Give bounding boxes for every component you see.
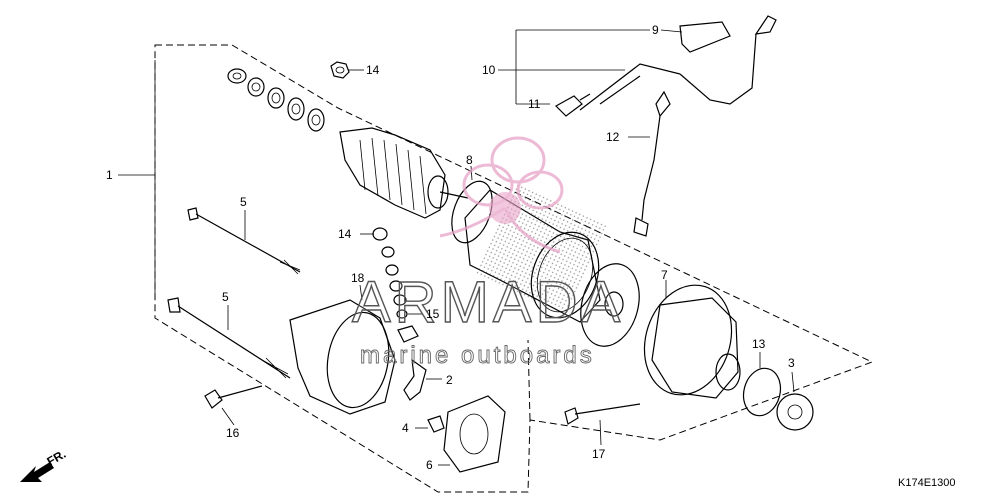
nut-14-top xyxy=(330,61,350,79)
watermark-logo xyxy=(439,136,564,254)
callout-11: 11 xyxy=(528,97,541,111)
callout-6: 6 xyxy=(426,458,433,472)
cable-10 xyxy=(579,15,777,111)
callout-18: 18 xyxy=(351,271,365,285)
leader-lines xyxy=(118,29,795,466)
callout-14-top: 14 xyxy=(366,63,380,77)
callout-1: 1 xyxy=(106,168,113,182)
callout-14-mid: 14 xyxy=(338,227,352,241)
assembly-boundary xyxy=(154,44,874,493)
bolt-16 xyxy=(204,385,263,409)
bolt-17 xyxy=(564,403,641,425)
brush-holder-6 xyxy=(443,395,506,473)
rear-cover xyxy=(289,299,396,415)
watermark-tagline: marine outboards xyxy=(360,342,595,369)
callout-16: 16 xyxy=(226,426,240,440)
long-bolt-lower xyxy=(167,297,291,379)
callout-13: 13 xyxy=(752,337,766,351)
watermark-brand: ARMADA xyxy=(352,270,624,335)
front-direction-arrow-icon xyxy=(20,462,54,482)
nut-washer-column xyxy=(372,227,419,343)
callout-5-lower: 5 xyxy=(222,290,229,304)
terminal-2 xyxy=(403,358,427,401)
armature xyxy=(339,127,469,219)
cable-12 xyxy=(633,90,671,237)
gear-3 xyxy=(776,393,814,431)
long-bolt-upper xyxy=(187,207,301,275)
diagram-code: K174E1300 xyxy=(898,477,956,489)
callout-2: 2 xyxy=(446,373,453,387)
callout-3: 3 xyxy=(788,356,795,370)
o-ring-13 xyxy=(742,367,782,417)
front-cover xyxy=(643,284,741,399)
callout-5-upper: 5 xyxy=(240,195,247,209)
callout-8: 8 xyxy=(466,153,473,167)
callout-10: 10 xyxy=(482,63,496,77)
terminal-11 xyxy=(555,93,591,117)
callout-7: 7 xyxy=(661,268,668,282)
clip-4 xyxy=(427,415,445,433)
washer-stack xyxy=(227,68,325,132)
callout-17: 17 xyxy=(592,447,606,461)
callout-15: 15 xyxy=(426,307,440,321)
cable-cover-9 xyxy=(679,21,731,53)
callout-12: 12 xyxy=(606,130,620,144)
end-plate xyxy=(580,263,640,347)
callout-4: 4 xyxy=(402,421,409,435)
callout-9: 9 xyxy=(652,23,659,37)
